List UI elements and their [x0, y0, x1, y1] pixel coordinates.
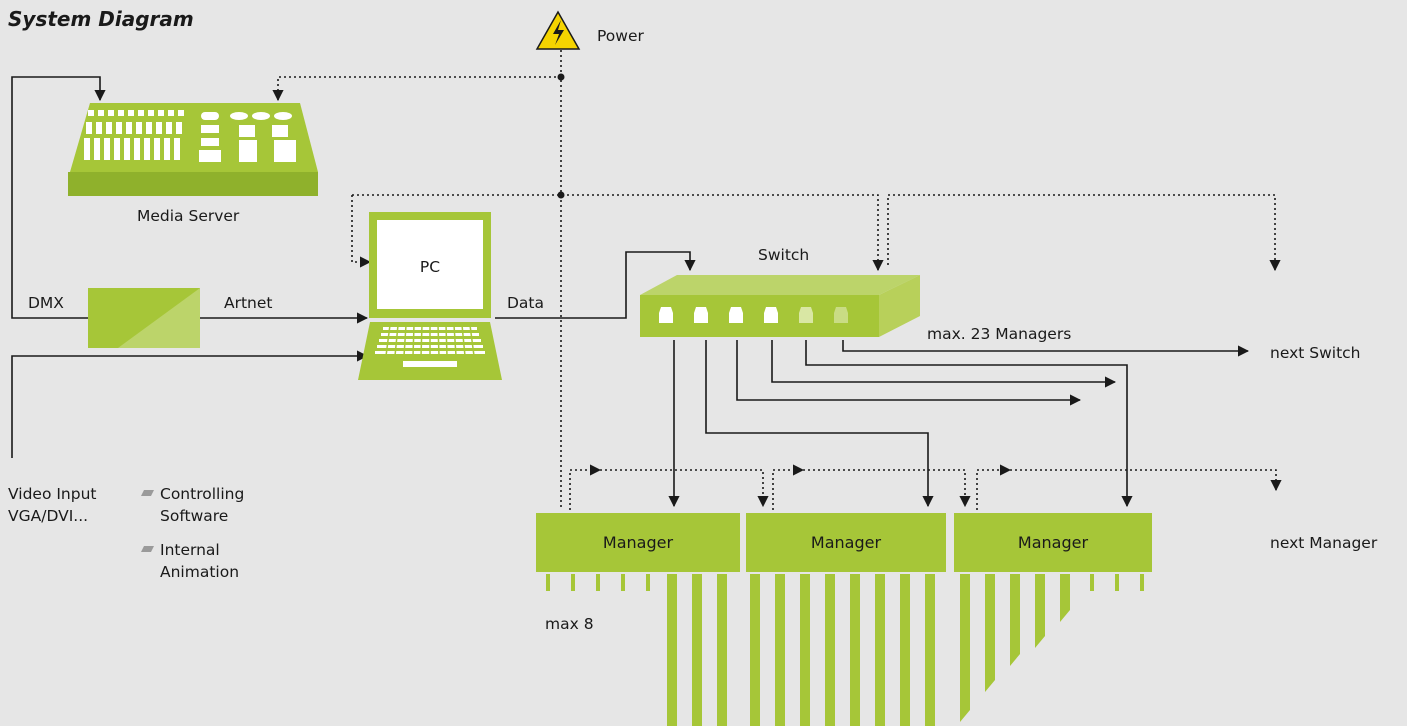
- switch-output-lines: [668, 340, 1250, 508]
- data-line: [495, 251, 696, 319]
- pc-icon: [358, 212, 502, 380]
- legend-item-2-line1: Internal: [160, 541, 220, 559]
- switch-icon: [640, 275, 920, 337]
- legend-item-2-line2: Animation: [160, 563, 239, 581]
- manager-box-3: [954, 513, 1152, 572]
- legend: Controlling Software Internal Animation: [141, 485, 244, 581]
- power-warning-icon: [535, 10, 581, 50]
- video-input-label-1: Video Input: [8, 485, 97, 503]
- manager-label-2: Manager: [811, 533, 882, 552]
- media-server-label: Media Server: [137, 207, 240, 225]
- power-label: Power: [597, 27, 644, 45]
- max8-label: max 8: [545, 615, 594, 633]
- manager-outputs: [546, 574, 1144, 726]
- legend-bullet-icon: [141, 490, 154, 496]
- switch-label: Switch: [758, 246, 809, 264]
- data-label: Data: [507, 294, 544, 312]
- diagram-title: System Diagram: [8, 7, 194, 31]
- artnet-label: Artnet: [224, 294, 273, 312]
- legend-item-1-line2: Software: [160, 507, 228, 525]
- manager-box-1: [536, 513, 740, 572]
- manager-power-links: [569, 464, 1282, 510]
- next-switch-label: next Switch: [1270, 344, 1361, 362]
- video-input-label-2: VGA/DVI...: [8, 507, 88, 525]
- dmx-label: DMX: [28, 294, 64, 312]
- next-manager-label: next Manager: [1270, 534, 1378, 552]
- legend-bullet-icon: [141, 546, 154, 552]
- manager-box-2: [746, 513, 946, 572]
- converter-icon: [88, 288, 200, 348]
- legend-item-1-line1: Controlling: [160, 485, 244, 503]
- manager-label-1: Manager: [603, 533, 674, 552]
- max-managers-label: max. 23 Managers: [927, 325, 1071, 343]
- video-input-line: [11, 350, 369, 458]
- power-lines: [272, 50, 1281, 510]
- dmx-line: [11, 76, 106, 319]
- pc-label: PC: [420, 258, 440, 276]
- manager-label-3: Manager: [1018, 533, 1089, 552]
- media-server-icon: [68, 103, 318, 196]
